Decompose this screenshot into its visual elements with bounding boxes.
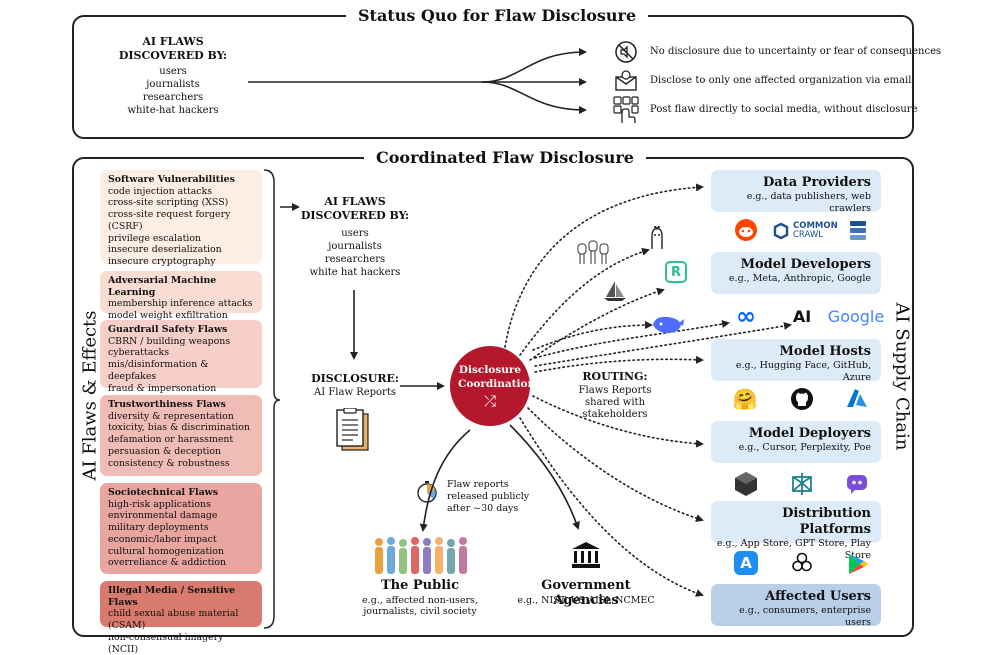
public-title: The Public xyxy=(380,578,460,593)
flaw-box-trustworthiness: Trustworthiness Flaws diversity & repres… xyxy=(100,395,262,476)
poe-icon xyxy=(847,475,867,494)
recraft-logo: R xyxy=(665,261,687,283)
stakeholder-model-developers: Model Developers e.g., Meta, Anthropic, … xyxy=(711,252,881,294)
sq-discoverer: journalists xyxy=(146,79,200,90)
cf-discoverer: journalists xyxy=(328,241,382,252)
sq-discoverer: researchers xyxy=(142,92,204,103)
release-note: Flaw reports released publicly after ~30… xyxy=(447,479,530,514)
public-sub: e.g., affected non-users, journalists, c… xyxy=(362,595,478,617)
government-sub: e.g., NIST, US AISI, NCMEC xyxy=(517,595,655,606)
flaws-brace xyxy=(263,169,281,629)
stakeholder-model-deployers: Model Deployers e.g., Cursor, Perplexity… xyxy=(711,421,881,463)
cf-discoverer: white hat hackers xyxy=(309,267,401,278)
coordinated-title: Coordinated Flaw Disclosure xyxy=(364,148,646,168)
play-store-icon xyxy=(849,554,868,574)
flaw-box-software: Software Vulnerabilities code injection … xyxy=(100,170,262,267)
routing-title: ROUTING: xyxy=(582,370,648,383)
disclosure-sub: AI Flaw Reports xyxy=(314,387,396,398)
government-title: Government Agencies xyxy=(541,578,631,608)
cf-discoverer: researchers xyxy=(324,254,386,265)
github-icon xyxy=(791,388,813,410)
openai-icon xyxy=(792,552,812,572)
app-store-icon: A xyxy=(734,551,758,575)
cursor-icon xyxy=(735,472,757,496)
sailboat-icon xyxy=(604,281,626,301)
document-icon xyxy=(336,408,369,451)
common-crawl-icon xyxy=(773,222,789,240)
no-sound-icon xyxy=(615,41,637,63)
alpacas-icon xyxy=(577,240,609,264)
routing-sub: Flaws Reports shared with stakeholders xyxy=(578,385,652,420)
government-building-icon xyxy=(572,542,600,568)
sq-outcome-2: Disclose to only one affected organizati… xyxy=(650,75,912,86)
social-media-icon xyxy=(613,96,639,123)
people-icon xyxy=(375,537,467,574)
perplexity-icon xyxy=(792,473,812,495)
azure-icon xyxy=(847,389,867,407)
cf-discoverer: users xyxy=(341,228,369,239)
sq-outcome-1: No disclosure due to uncertainty or fear… xyxy=(650,46,942,57)
google-logo: Google xyxy=(827,306,885,326)
reddit-icon xyxy=(735,219,757,241)
stack-icon xyxy=(850,221,866,240)
flaw-box-sociotechnical: Sociotechnical Flaws high-risk applicati… xyxy=(100,483,262,574)
stakeholder-affected-users: Affected Users e.g., consumers, enterpri… xyxy=(711,584,881,628)
sq-discoverer: white-hat hackers xyxy=(127,105,219,116)
shuffle-icon: ⤮ xyxy=(483,392,496,410)
flaw-box-adversarial: Adversarial Machine Learning membership … xyxy=(100,271,262,321)
sq-discovered-title: AI FLAWS DISCOVERED BY: xyxy=(118,35,228,62)
disclosure-title: DISCLOSURE: xyxy=(311,372,399,385)
sq-discoverer: users xyxy=(159,66,187,77)
cf-discovered-title: AI FLAWS DISCOVERED BY: xyxy=(300,195,410,222)
stakeholder-model-hosts: Model Hosts e.g., Hugging Face, GitHub, … xyxy=(711,339,881,383)
hugging-face-icon: 🤗 xyxy=(732,387,758,411)
cf-discoverers-list: users journalists researchers white hat … xyxy=(290,227,420,279)
disclosure-coordination-hub: Disclosure Coordination ⤮ xyxy=(450,346,536,426)
flaw-box-illegal: Illegal Media / Sensitive Flaws child se… xyxy=(100,581,262,655)
email-icon xyxy=(615,70,637,91)
anthropic-logo: AI xyxy=(792,306,812,326)
stakeholder-data-providers: Data Providers e.g., data publishers, we… xyxy=(711,170,881,214)
sq-outcome-3: Post flaw directly to social media, with… xyxy=(650,104,918,115)
common-crawl-logo: COMMON CRAWL xyxy=(772,220,838,242)
sq-discoverers-list: users journalists researchers white-hat … xyxy=(108,65,238,117)
deepseek-whale-icon xyxy=(653,316,684,333)
llama-icon xyxy=(651,226,663,249)
hub-label: Disclosure Coordination xyxy=(458,364,536,390)
flaw-box-guardrail: Guardrail Safety Flaws CBRN / building w… xyxy=(100,320,262,394)
status-quo-title: Status Quo for Flaw Disclosure xyxy=(346,6,649,26)
meta-logo: ∞ xyxy=(736,302,756,330)
stakeholder-distribution-platforms: Distribution Platforms e.g., App Store, … xyxy=(711,501,881,561)
